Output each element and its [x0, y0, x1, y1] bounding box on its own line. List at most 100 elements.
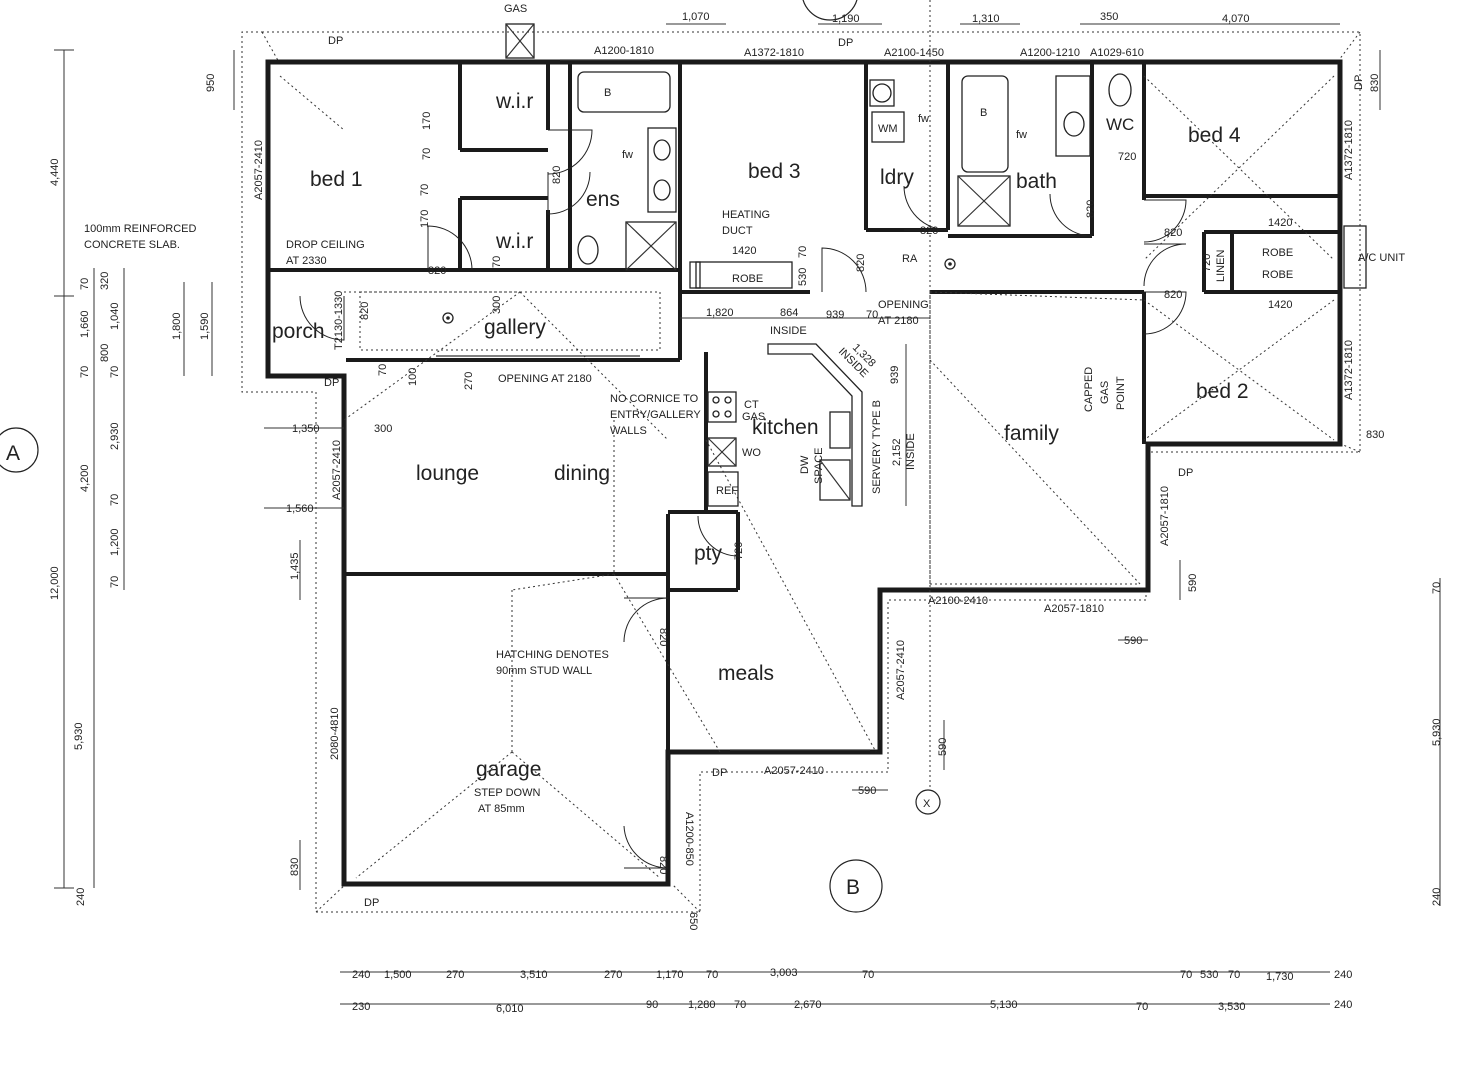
- dim-text: 820: [1085, 200, 1097, 218]
- dim-text: 3,530: [1218, 1001, 1246, 1013]
- doors: [299, 129, 1187, 869]
- note-opening-family-1: OPENING: [878, 299, 929, 311]
- section-b-label: B: [846, 876, 860, 899]
- dim-text: 650: [687, 912, 699, 930]
- dim-text: 530: [1200, 969, 1218, 981]
- room-pty: pty: [694, 542, 723, 565]
- room-wc: WC: [1106, 115, 1134, 134]
- dim-text: 70: [109, 366, 121, 378]
- dim-text: 1420: [1268, 217, 1292, 229]
- dim-text: 830: [1366, 429, 1384, 441]
- note-capped-1: CAPPED: [1083, 367, 1095, 412]
- note-hatching-1: HATCHING DENOTES: [496, 649, 609, 661]
- dim-text: 70: [1228, 969, 1240, 981]
- dim-text: 720: [733, 542, 745, 560]
- dim-text: 1,435: [289, 552, 301, 580]
- note-opening-family-2: AT 2180: [878, 315, 919, 327]
- note-gas: GAS: [504, 3, 527, 15]
- note-slab-2: CONCRETE SLAB.: [84, 239, 180, 251]
- room-kitchen: kitchen: [752, 416, 819, 439]
- dim-text: 4,070: [1222, 13, 1250, 25]
- dim-text: 4,200: [79, 464, 91, 492]
- dim-text: 70: [734, 999, 746, 1011]
- dim-text: 1,170: [656, 969, 684, 981]
- note-b-1: B: [604, 87, 611, 99]
- dim-text: 1,190: [832, 13, 860, 25]
- section-b-marker: [829, 859, 883, 913]
- room-bed4: bed 4: [1188, 124, 1241, 147]
- note-hatching-2: 90mm STUD WALL: [496, 665, 592, 677]
- dim-text: 170: [419, 210, 431, 228]
- dim-text: 590: [1187, 574, 1199, 592]
- dim-text: 70: [862, 969, 874, 981]
- note-heating-1: HEATING: [722, 209, 770, 221]
- dim-text: 1420: [732, 245, 756, 257]
- dim-text: 2,930: [109, 422, 121, 450]
- dim-text: 590: [937, 738, 949, 756]
- dim-text: 6,010: [496, 1003, 524, 1015]
- dim-text: 939: [889, 366, 901, 384]
- dim-text: 70: [79, 278, 91, 290]
- note-dp-2: DP: [838, 37, 853, 49]
- window-code: A2100-1450: [884, 47, 944, 59]
- window-code: A1372-1810: [1343, 340, 1355, 400]
- window-code: A2057-1810: [1159, 486, 1171, 546]
- dim-text: 1,590: [199, 312, 211, 340]
- dim-text: 240: [1431, 888, 1443, 906]
- dim-text: 820: [855, 254, 867, 272]
- dim-text: 950: [205, 74, 217, 92]
- dimensions: 1,070 1,190 1,310 350 4,070 4,440 12,000…: [49, 11, 1443, 1015]
- note-dw-2: SPACE: [813, 448, 825, 484]
- room-wir-2: w.i.r: [495, 230, 533, 253]
- window-code: A2057-2410: [895, 640, 907, 700]
- dim-text: 830: [289, 858, 301, 876]
- note-wo: WO: [742, 447, 761, 459]
- note-dp-6: DP: [364, 897, 379, 909]
- dim-text: 70: [421, 148, 433, 160]
- dim-text: 270: [463, 372, 475, 390]
- note-fw-3: fw: [1016, 129, 1027, 141]
- window-code: A1200-1210: [1020, 47, 1080, 59]
- section-a-label: A: [6, 442, 20, 465]
- note-fw-1: fw: [622, 149, 633, 161]
- room-bed3: bed 3: [748, 160, 801, 183]
- note-drop-ceiling-1: DROP CEILING: [286, 239, 365, 251]
- dim-text: 170: [421, 112, 433, 130]
- dim-text: 1,040: [109, 302, 121, 330]
- dim-text: 70: [419, 184, 431, 196]
- dim-text: 530: [797, 268, 809, 286]
- note-cornice-2: ENTRY/GALLERY: [610, 409, 701, 421]
- dim-text: 1,310: [972, 13, 1000, 25]
- note-opening-gallery: OPENING AT 2180: [498, 373, 592, 385]
- dim-text: 864: [780, 307, 798, 319]
- note-b-2: B: [980, 107, 987, 119]
- dim-text: 590: [858, 785, 876, 797]
- top-section-marker: [802, 0, 858, 21]
- dim-text: 270: [604, 969, 622, 981]
- dim-text: 820: [1164, 227, 1182, 239]
- window-code: T2130-1330: [333, 291, 345, 350]
- room-meals: meals: [718, 662, 774, 685]
- room-wir-1: w.i.r: [495, 90, 533, 113]
- grid-x-marker: [915, 789, 941, 815]
- dim-text: 5,930: [1431, 718, 1443, 746]
- note-linen: LINEN: [1215, 250, 1227, 282]
- dim-text: 70: [491, 256, 503, 268]
- dim-text: 1,280: [688, 999, 716, 1011]
- dim-text: 70: [1180, 969, 1192, 981]
- room-bed1: bed 1: [310, 168, 363, 191]
- note-step-down-1: STEP DOWN: [474, 787, 540, 799]
- note-slab-1: 100mm REINFORCED: [84, 223, 197, 235]
- dim-text: 820: [657, 856, 669, 874]
- window-code: 2080-4810: [329, 707, 341, 760]
- note-cornice-1: NO CORNICE TO: [610, 393, 699, 405]
- window-code: A2100-2410: [928, 595, 988, 607]
- window-code: A1200-850: [683, 812, 695, 866]
- window-code: A2057-2410: [764, 765, 824, 777]
- dim-text: 70: [377, 364, 389, 376]
- note-fw-2: fw: [918, 113, 929, 125]
- dim-text: 270: [446, 969, 464, 981]
- window-code: A1372-1810: [744, 47, 804, 59]
- dim-text: 1,350: [292, 423, 320, 435]
- dim-text: 70: [1431, 582, 1443, 594]
